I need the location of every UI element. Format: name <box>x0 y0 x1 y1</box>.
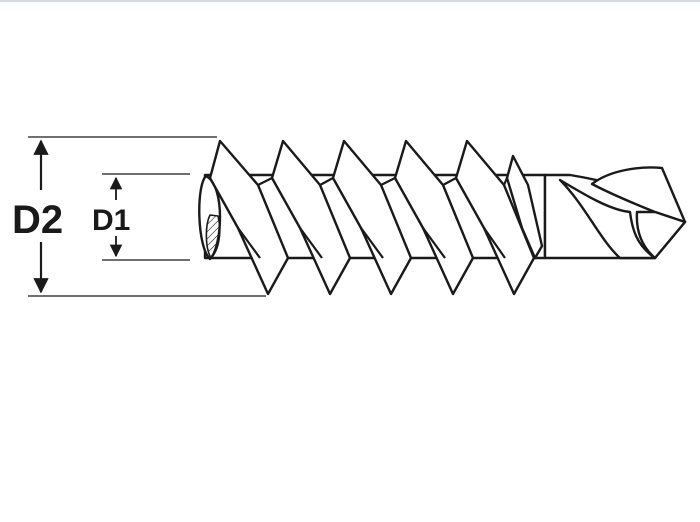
thread-roots <box>237 177 509 259</box>
d1-label: D1 <box>92 204 130 237</box>
top-border <box>0 0 700 2</box>
drill-flute-lower <box>558 178 657 260</box>
drill-tip-edge <box>635 210 687 260</box>
screw-body <box>198 139 687 296</box>
d2-label: D2 <box>12 198 63 242</box>
screw-cut-hatch <box>205 214 221 259</box>
dimension-lines <box>28 136 266 297</box>
